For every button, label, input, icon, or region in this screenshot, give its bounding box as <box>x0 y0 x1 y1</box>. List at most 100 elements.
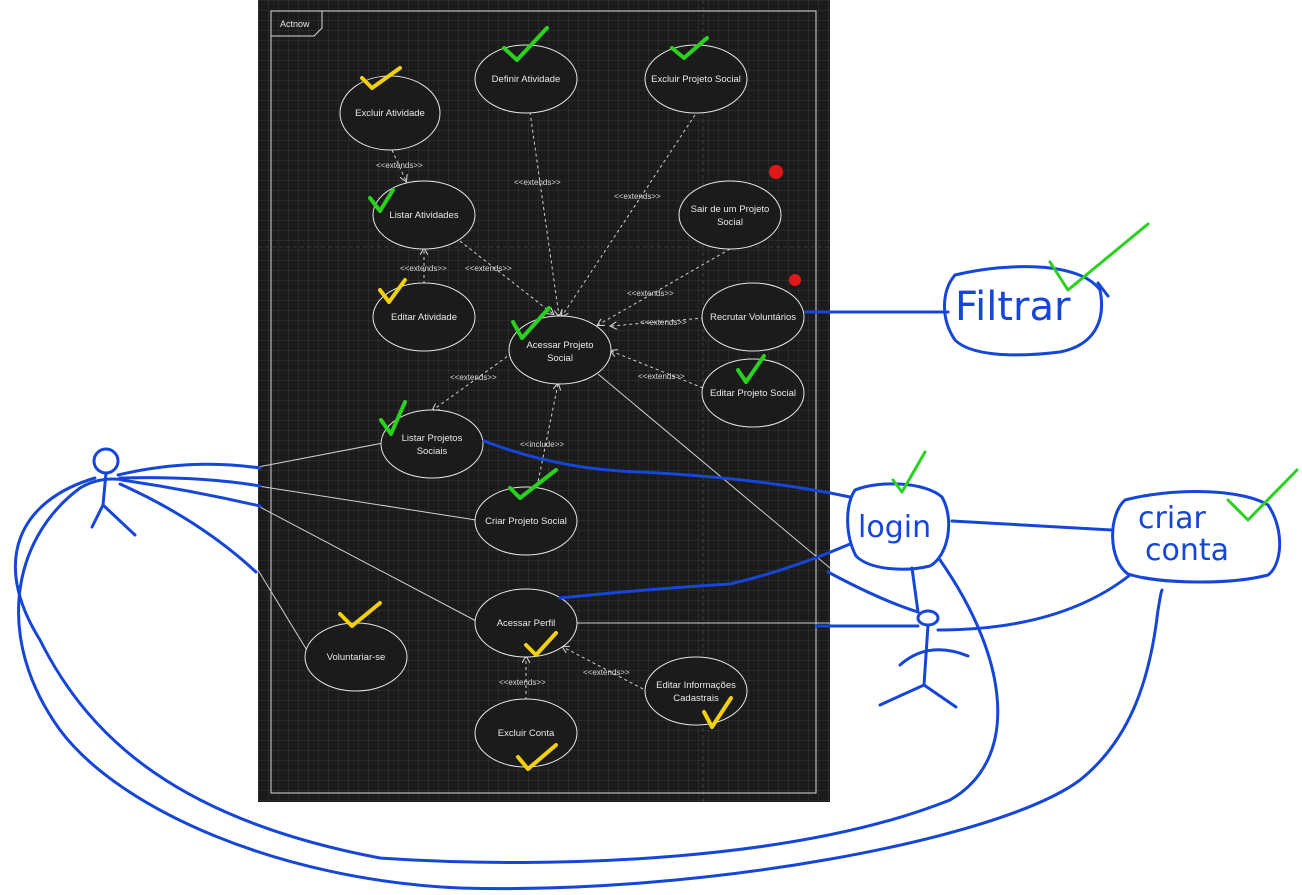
use-case-label: Editar Projeto Social <box>710 388 796 399</box>
relation-labels: <<extends>> <<extends>> <<extends>> <<ex… <box>376 161 687 687</box>
use-case-editar-informacoes-cadastrais[interactable]: Editar Informações Cadastrais <box>644 656 748 726</box>
use-case-voluntariar-se[interactable]: Voluntariar-se <box>304 622 408 692</box>
check-green-icon <box>368 188 395 213</box>
extends-label: <<extends>> <box>400 264 447 273</box>
extends-label: <<extends>> <box>640 318 687 327</box>
red-dot-icon <box>789 274 801 286</box>
use-case-label: Acessar Perfil <box>497 618 556 629</box>
use-case-label: Editar Atividade <box>391 312 457 323</box>
assoc-listar-projetos <box>257 442 384 468</box>
use-case-label: Social <box>717 217 743 228</box>
extends-label: <<extends>> <box>638 372 685 381</box>
check-green-icon <box>379 400 407 436</box>
loop-to-login <box>13 476 1000 864</box>
check-green-icon <box>508 468 558 500</box>
check-green-icon <box>891 450 927 494</box>
system-boundary <box>270 10 817 794</box>
arrow-excluir-projeto <box>562 114 696 316</box>
extends-label: <<extends>> <box>450 373 497 382</box>
extends-label: <<extends>> <box>583 668 630 677</box>
use-case-excluir-atividade[interactable]: Excluir Atividade <box>339 75 441 151</box>
check-yellow-icon <box>338 601 382 628</box>
use-case-label: Sair de um Projeto <box>691 204 770 215</box>
filtrar-text: Filtrar <box>955 284 1071 330</box>
use-case-listar-atividades[interactable]: Listar Atividades <box>372 180 476 250</box>
login-text: login <box>858 510 931 545</box>
check-yellow-icon <box>516 743 558 771</box>
check-green-icon <box>1226 468 1299 522</box>
arrow-acessar-listar <box>433 352 513 410</box>
line-acessar-actor <box>826 570 920 614</box>
frame-label: Actnow <box>280 19 310 29</box>
criar-conta-bubble[interactable] <box>1111 490 1282 584</box>
extends-label: <<extends>> <box>376 161 423 170</box>
extends-label: <<extends>> <box>465 264 512 273</box>
use-case-label: Cadastrais <box>673 693 719 704</box>
conta-text: conta <box>1145 533 1229 568</box>
assoc-acessar-perfil <box>257 505 479 623</box>
check-green-icon <box>1048 222 1150 292</box>
use-case-label: Editar Informações <box>656 680 736 691</box>
extends-label: <<extends>> <box>627 289 674 298</box>
extends-label: <<extends>> <box>499 678 546 687</box>
arrow-listar-atividades <box>459 240 553 314</box>
use-case-acessar-projeto-social[interactable]: Acessar Projeto Social <box>508 315 612 385</box>
use-case-recrutar-voluntarios[interactable]: Recrutar Voluntários <box>701 282 805 352</box>
use-case-excluir-projeto-social[interactable]: Excluir Projeto Social <box>644 44 748 114</box>
check-yellow-icon <box>524 631 558 657</box>
use-case-definir-atividade[interactable]: Definir Atividade <box>474 44 578 114</box>
use-case-criar-projeto-social[interactable]: Criar Projeto Social <box>474 486 578 556</box>
use-case-editar-atividade[interactable]: Editar Atividade <box>372 282 476 352</box>
use-cases: Excluir Atividade Definir Atividade Excl… <box>304 44 805 768</box>
use-case-label: Listar Projetos <box>402 433 463 444</box>
check-green-icon <box>502 26 549 62</box>
use-case-label: Definir Atividade <box>492 74 561 85</box>
use-case-label: Recrutar Voluntários <box>710 312 796 323</box>
arrow-sair-projeto <box>598 248 731 325</box>
check-yellow-icon <box>378 278 407 304</box>
arrow-editar-projeto <box>611 351 704 389</box>
check-yellow-icon <box>360 66 402 90</box>
use-case-label: Listar Atividades <box>389 210 458 221</box>
actor-right[interactable] <box>878 609 970 709</box>
line-login-actor <box>910 566 920 614</box>
check-yellow-icon <box>702 696 733 729</box>
actor-left[interactable] <box>78 447 137 537</box>
use-case-label: Social <box>547 353 573 364</box>
check-green-icon <box>670 36 709 60</box>
use-case-label: Excluir Conta <box>498 728 555 739</box>
assoc-acessar-projeto <box>597 373 831 569</box>
include-label: <<include>> <box>520 440 564 449</box>
check-green-icon <box>736 354 766 384</box>
loop-to-criar-conta <box>17 486 1164 891</box>
hand-annotations <box>13 265 1282 891</box>
line-actor-criar <box>936 573 1132 632</box>
use-case-label: Acessar Projeto <box>526 340 593 351</box>
use-case-listar-projetos-sociais[interactable]: Listar Projetos Sociais <box>380 409 484 479</box>
use-case-label: Sociais <box>417 446 448 457</box>
assoc-voluntariar <box>257 569 309 653</box>
assoc-criar-projeto <box>257 485 477 521</box>
use-case-sair-projeto-social[interactable]: Sair de um Projeto Social <box>678 180 782 250</box>
extends-label: <<extends>> <box>514 178 561 187</box>
login-bubble[interactable] <box>846 482 951 571</box>
check-marks <box>338 26 1299 771</box>
red-dot-icon <box>769 165 783 179</box>
use-case-label: Excluir Atividade <box>355 108 425 119</box>
line-login-criar <box>950 519 1114 532</box>
use-case-excluir-conta[interactable]: Excluir Conta <box>474 698 578 768</box>
line-listar-login <box>482 439 852 499</box>
use-case-label: Criar Projeto Social <box>485 516 567 527</box>
associations <box>257 373 831 653</box>
use-case-editar-projeto-social[interactable]: Editar Projeto Social <box>701 358 805 428</box>
dependencies <box>391 111 731 700</box>
criar-text: criar <box>1138 501 1207 536</box>
frame-tab <box>271 10 323 37</box>
use-case-label: Voluntariar-se <box>327 652 386 663</box>
use-case-label: Excluir Projeto Social <box>651 74 741 85</box>
arrow-definir-atividade <box>529 111 559 316</box>
line-perfil-login <box>558 542 852 600</box>
check-green-icon <box>511 306 551 340</box>
extends-label: <<extends>> <box>614 192 661 201</box>
